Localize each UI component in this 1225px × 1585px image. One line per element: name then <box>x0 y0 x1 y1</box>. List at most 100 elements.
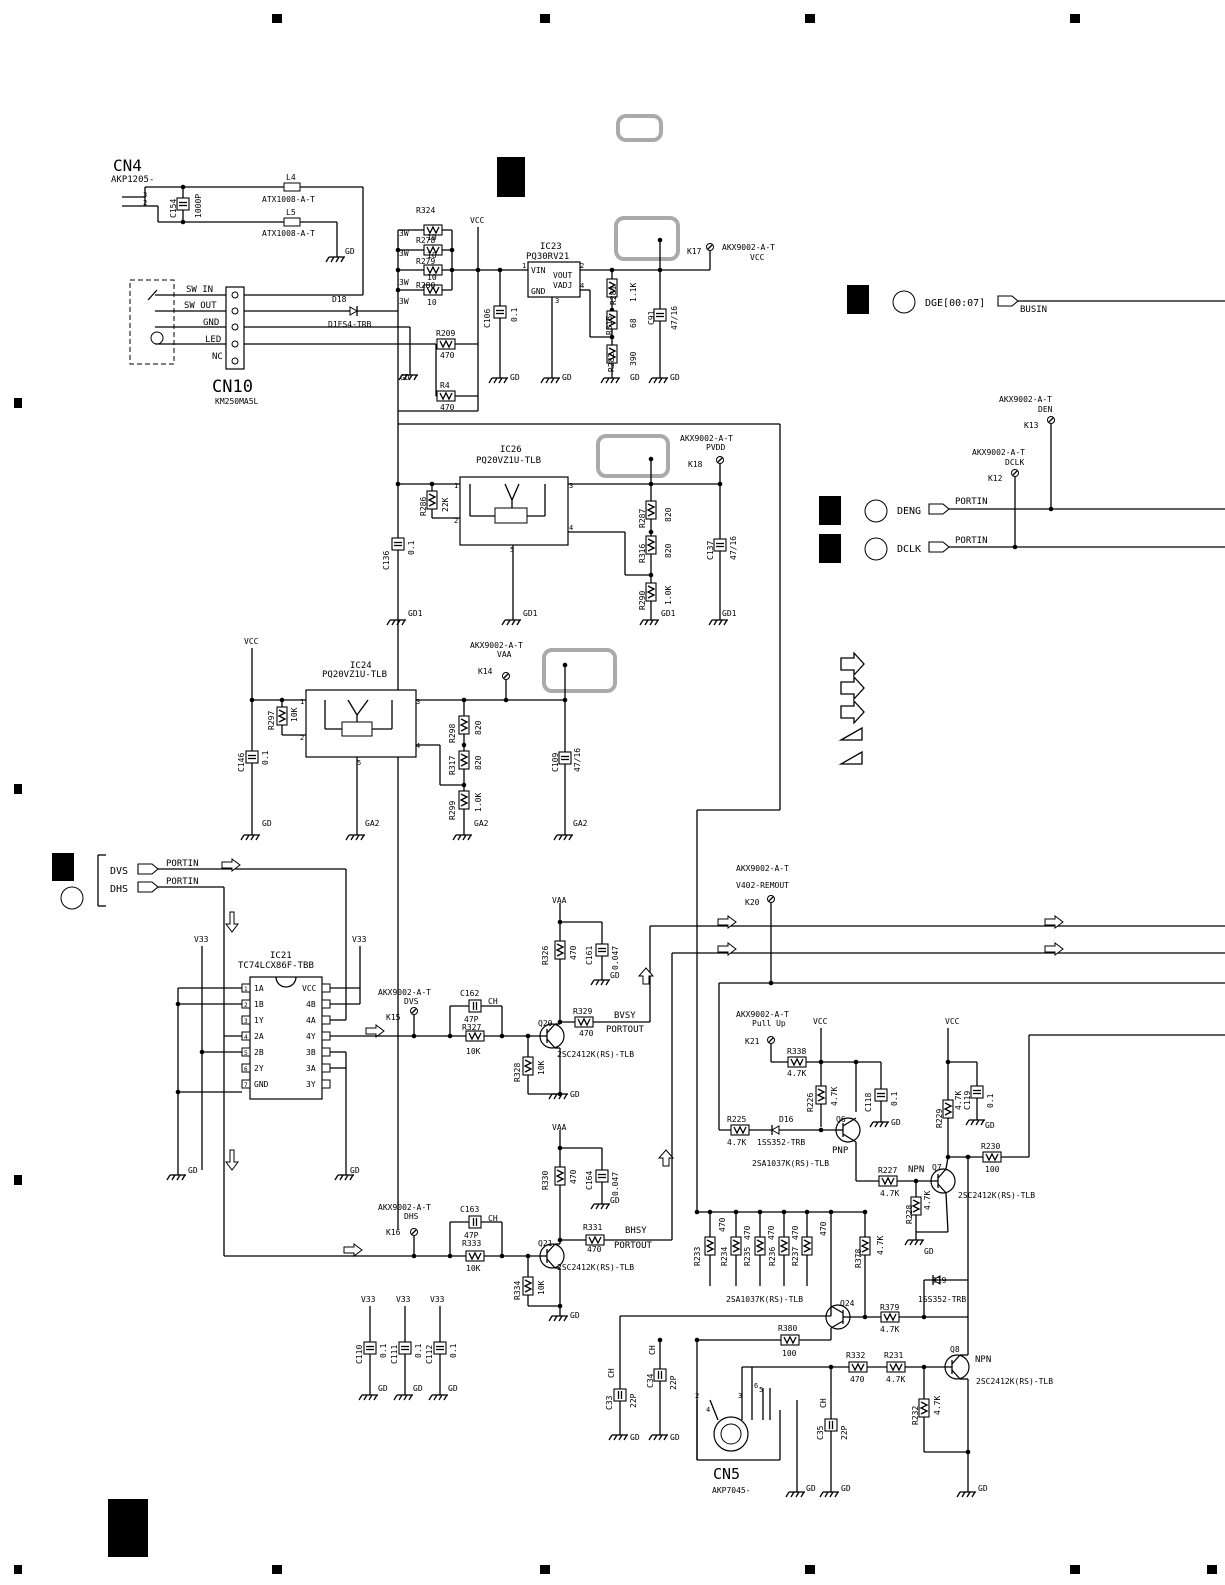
svg-text:DEN: DEN <box>1038 405 1053 414</box>
cn5-ref: CN5 <box>713 1465 740 1483</box>
svg-text:4: 4 <box>244 1034 248 1041</box>
svg-text:VOUT: VOUT <box>553 271 572 280</box>
svg-text:R327: R327 <box>462 1023 481 1032</box>
svg-text:4.7K: 4.7K <box>954 1091 963 1110</box>
svg-text:PORTIN: PORTIN <box>166 859 199 869</box>
svg-text:R235: R235 <box>743 1247 752 1266</box>
svg-text:PORTOUT: PORTOUT <box>614 1241 653 1251</box>
svg-text:R233: R233 <box>693 1247 702 1266</box>
svg-text:7: 7 <box>244 1082 248 1089</box>
svg-text:R4: R4 <box>440 381 450 390</box>
cn5-section: R233 470 R234 470 R235 470 R236 470 R237… <box>605 1209 1053 1498</box>
svg-text:K18: K18 <box>688 460 703 469</box>
svg-text:D18: D18 <box>332 295 347 304</box>
svg-text:L5: L5 <box>286 208 296 217</box>
svg-text:GND: GND <box>254 1080 269 1089</box>
cn10-connector: SW IN SW OUT GND LED NC CN10 KM250MA5L G… <box>129 279 436 406</box>
svg-text:470: 470 <box>569 1169 578 1184</box>
dvs-port: DVS <box>110 866 128 877</box>
svg-text:3A: 3A <box>306 1064 316 1073</box>
svg-text:C163: C163 <box>460 1205 479 1214</box>
svg-text:KM250MA5L: KM250MA5L <box>215 397 259 406</box>
svg-text:R209: R209 <box>436 329 455 338</box>
svg-text:470: 470 <box>587 1245 602 1254</box>
svg-text:100: 100 <box>985 1165 1000 1174</box>
svg-text:C111: C111 <box>390 1345 399 1364</box>
svg-text:C162: C162 <box>460 989 479 998</box>
svg-text:K17: K17 <box>687 247 702 256</box>
svg-text:GD: GD <box>345 247 355 256</box>
svg-text:GD: GD <box>562 373 572 382</box>
svg-text:4B: 4B <box>306 1000 316 1009</box>
svg-text:68: 68 <box>629 318 638 328</box>
svg-text:820: 820 <box>474 720 483 735</box>
svg-text:R225: R225 <box>727 1115 746 1124</box>
svg-text:5: 5 <box>510 546 514 554</box>
svg-text:2B: 2B <box>254 1048 264 1057</box>
svg-text:4.7K: 4.7K <box>787 1069 806 1078</box>
svg-text:D19: D19 <box>932 1276 947 1285</box>
svg-text:CH: CH <box>648 1345 657 1355</box>
svg-text:VCC: VCC <box>302 984 317 993</box>
svg-text:PORTOUT: PORTOUT <box>606 1025 645 1035</box>
svg-text:4.7K: 4.7K <box>830 1087 839 1106</box>
svg-text:PNP: PNP <box>832 1146 849 1156</box>
svg-text:1.0K: 1.0K <box>664 586 673 605</box>
dge-port: DGE[00:07] <box>925 298 985 309</box>
svg-text:GA2: GA2 <box>365 819 380 828</box>
svg-text:R228: R228 <box>905 1205 914 1224</box>
svg-text:4: 4 <box>416 742 420 750</box>
svg-text:ATX1008-A-T: ATX1008-A-T <box>262 229 315 238</box>
svg-text:GD: GD <box>610 1196 620 1205</box>
svg-text:R379: R379 <box>880 1303 899 1312</box>
svg-text:10K: 10K <box>537 1280 546 1295</box>
svg-text:2: 2 <box>244 1002 248 1009</box>
svg-text:CH: CH <box>488 997 498 1006</box>
svg-text:GA2: GA2 <box>573 819 588 828</box>
right-ports: DGE[00:07] BUSIN DENG PORTIN DCLK PORTIN… <box>897 295 1225 555</box>
svg-text:R298: R298 <box>448 724 457 743</box>
svg-text:DVS: DVS <box>404 997 419 1006</box>
svg-text:AKX9002-A-T: AKX9002-A-T <box>680 434 733 443</box>
svg-text:2SA1037K(RS)-TLB: 2SA1037K(RS)-TLB <box>726 1295 803 1304</box>
svg-text:470: 470 <box>767 1225 776 1240</box>
ic23-regulator: R324 10 R278 10 R279 10 R280 10 3W 3W 3W… <box>395 206 775 1230</box>
svg-text:R338: R338 <box>787 1047 806 1056</box>
cn10-ref: CN10 <box>212 377 253 397</box>
svg-text:R331: R331 <box>583 1223 602 1232</box>
svg-text:470: 470 <box>579 1029 594 1038</box>
svg-text:NPN: NPN <box>975 1355 991 1365</box>
bvsy-port: BVSY <box>614 1011 636 1021</box>
svg-text:22P: 22P <box>629 1393 638 1408</box>
svg-text:3: 3 <box>555 297 559 305</box>
svg-text:1.0K: 1.0K <box>474 793 483 812</box>
svg-text:GD: GD <box>510 373 520 382</box>
svg-text:GD: GD <box>630 373 640 382</box>
svg-text:2SC2412K(RS)-TLB: 2SC2412K(RS)-TLB <box>958 1191 1035 1200</box>
svg-text:CH: CH <box>488 1214 498 1223</box>
svg-text:R328: R328 <box>513 1063 522 1082</box>
svg-text:0.1: 0.1 <box>261 750 270 765</box>
svg-text:4: 4 <box>580 282 584 290</box>
svg-text:1: 1 <box>300 698 304 706</box>
svg-text:GD: GD <box>978 1484 988 1493</box>
svg-text:C106: C106 <box>483 309 492 328</box>
svg-text:4: 4 <box>569 524 573 532</box>
svg-text:C146: C146 <box>237 753 246 772</box>
svg-text:GD: GD <box>670 1433 680 1442</box>
svg-text:AKX9002-A-T: AKX9002-A-T <box>999 395 1052 404</box>
l4-inductor: L4 ATX1008-A-T L5 ATX1008-A-T GD <box>262 173 364 295</box>
svg-text:AKX9002-A-T: AKX9002-A-T <box>736 864 789 873</box>
svg-text:AKX9002-A-T: AKX9002-A-T <box>736 1010 789 1019</box>
svg-text:4.7K: 4.7K <box>727 1138 746 1147</box>
svg-text:K15: K15 <box>386 1013 401 1022</box>
svg-text:R230: R230 <box>981 1142 1000 1151</box>
svg-text:V33: V33 <box>361 1295 376 1304</box>
svg-text:47/16: 47/16 <box>573 748 582 772</box>
svg-text:TC74LCX86F-TBB: TC74LCX86F-TBB <box>238 961 314 971</box>
svg-text:820: 820 <box>664 507 673 522</box>
svg-text:6: 6 <box>244 1066 248 1073</box>
svg-text:0.1: 0.1 <box>414 1343 423 1358</box>
svg-text:4.7K: 4.7K <box>923 1191 932 1210</box>
ic26-ref: IC26 <box>500 445 522 455</box>
